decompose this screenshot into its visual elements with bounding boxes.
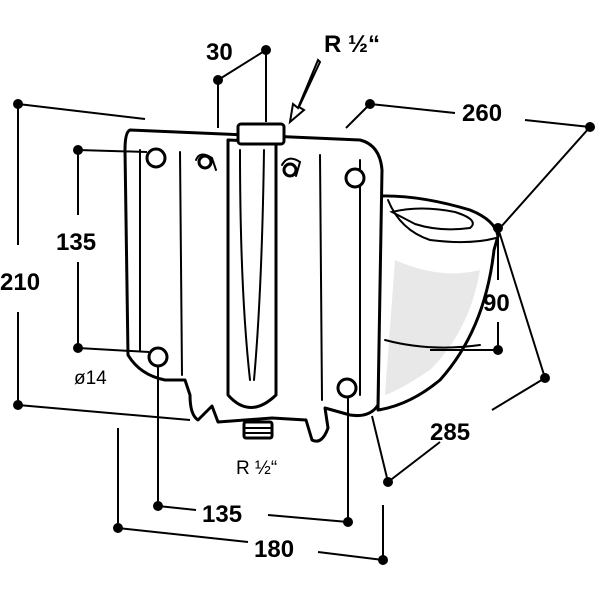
mounting-hole-top-left <box>145 147 167 169</box>
label-30: 30 <box>206 39 233 66</box>
label-285: 285 <box>430 419 470 446</box>
main-body <box>123 122 384 443</box>
label-135-bottom: 135 <box>202 501 242 528</box>
label-90: 90 <box>483 290 510 317</box>
label-phi14: ø14 <box>74 368 107 389</box>
drinking-bowl <box>376 194 500 412</box>
label-135-left: 135 <box>56 229 96 256</box>
label-180: 180 <box>254 536 294 563</box>
dimension-lines <box>13 45 595 565</box>
mounting-hole-bottom-left <box>147 346 169 368</box>
mounting-hole-top-right <box>344 167 366 189</box>
mounting-hole-bottom-right <box>336 377 358 399</box>
dimension-labels: 30 R ½“ 260 135 210 90 ø14 285 R ½“ 135 … <box>0 31 510 563</box>
label-210: 210 <box>0 269 40 296</box>
label-r-half-bottom: R ½“ <box>236 458 277 479</box>
label-260: 260 <box>462 100 502 127</box>
label-r-half-top: R ½“ <box>324 31 380 58</box>
